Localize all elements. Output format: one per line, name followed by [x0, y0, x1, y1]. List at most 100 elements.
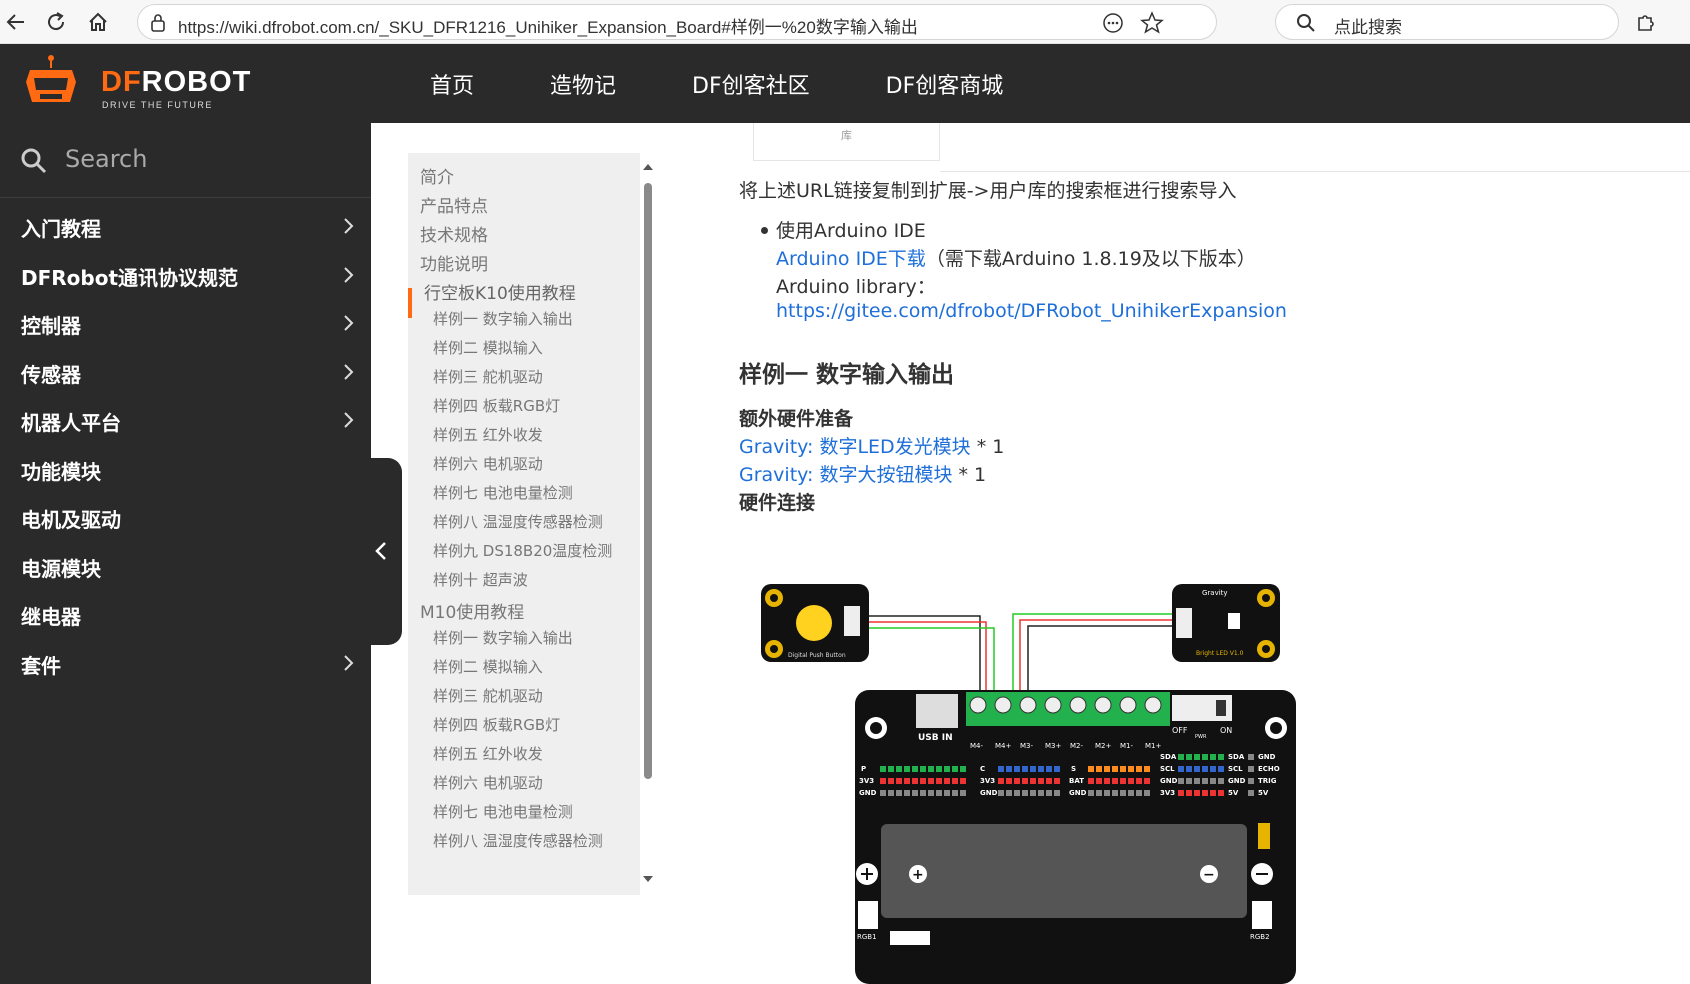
sidebar-item[interactable]: 功能模块 — [0, 444, 371, 496]
arduino-ide-link[interactable]: Arduino IDE下载 — [776, 248, 926, 270]
header-label: GND — [1069, 789, 1087, 797]
sidebar-item[interactable]: DFRobot通讯协议规范 — [0, 250, 371, 302]
button-module-link[interactable]: Gravity: 数字大按钮模块 — [739, 464, 953, 486]
star-icon[interactable] — [1140, 11, 1164, 35]
more-icon[interactable] — [1102, 12, 1124, 34]
sidebar-item[interactable]: 继电器 — [0, 589, 371, 641]
toc-item[interactable]: 样例九 DS18B20温度检测 — [433, 542, 613, 560]
header-pin — [1136, 766, 1142, 772]
toc-item[interactable]: 样例三 舵机驱动 — [433, 687, 543, 705]
header-pin — [1096, 766, 1102, 772]
header-pin — [1248, 754, 1254, 760]
header-pin — [1022, 766, 1028, 772]
browser-search-box[interactable]: 点此搜索 — [1275, 4, 1619, 40]
hardware-prep-title: 额外硬件准备 — [739, 408, 854, 430]
toc-item[interactable]: M10使用教程 — [420, 603, 525, 623]
header-pin — [1096, 778, 1102, 784]
toc-item[interactable]: 样例一 数字输入输出 — [433, 629, 573, 647]
header-pin — [1014, 790, 1020, 796]
header-pin — [1104, 790, 1110, 796]
sidebar-item[interactable]: 控制器 — [0, 298, 371, 350]
logo-wordmark[interactable]: DFROBOT — [101, 66, 251, 99]
toc-item[interactable]: 样例八 温湿度传感器检测 — [433, 832, 603, 850]
header-pin — [1054, 766, 1060, 772]
header-pin — [1218, 766, 1224, 772]
header-pin — [1144, 778, 1150, 784]
sidebar-item-label: 套件 — [21, 654, 61, 678]
sidebar-search[interactable]: Search — [0, 123, 371, 198]
sidebar-item[interactable]: 传感器 — [0, 347, 371, 399]
header-pin — [1186, 754, 1192, 760]
header-pin — [1096, 790, 1102, 796]
toc-item[interactable]: 技术规格 — [420, 226, 488, 246]
library-link[interactable]: https://gitee.com/dfrobot/DFRobot_Unihik… — [776, 300, 1287, 322]
header-pin — [936, 790, 942, 796]
sidebar-item[interactable]: 套件 — [0, 638, 371, 690]
bullet-dot — [761, 227, 768, 234]
toc-scrollbar[interactable] — [640, 153, 656, 895]
sidebar-item[interactable]: 电机及驱动 — [0, 492, 371, 544]
toc-item[interactable]: 样例一 数字输入输出 — [433, 310, 573, 328]
header-pin — [960, 790, 966, 796]
toc-item[interactable]: 样例三 舵机驱动 — [433, 368, 543, 386]
header-pin — [1144, 790, 1150, 796]
toc-item[interactable]: 样例八 温湿度传感器检测 — [433, 513, 603, 531]
chevron-right-icon — [344, 364, 354, 380]
header-pin — [1088, 778, 1094, 784]
toc-item[interactable]: 样例四 板载RGB灯 — [433, 397, 561, 415]
header-pin — [1054, 790, 1060, 796]
sidebar-item-label: DFRobot通讯协议规范 — [21, 266, 239, 290]
toc-item[interactable]: 样例六 电机驱动 — [433, 455, 543, 473]
scroll-up-icon[interactable] — [642, 163, 654, 171]
header-pin — [928, 766, 934, 772]
sidebar-collapse-button[interactable] — [344, 458, 402, 645]
back-button[interactable] — [2, 8, 30, 36]
toc-item[interactable]: 产品特点 — [420, 197, 488, 217]
toc-item-active[interactable]: 行空板K10使用教程 — [424, 284, 576, 304]
home-button[interactable] — [84, 8, 112, 36]
header-label: 3V3 — [1160, 789, 1175, 797]
sidebar-item-label: 机器人平台 — [21, 411, 121, 435]
header-pin — [944, 766, 950, 772]
toc-item[interactable]: 功能说明 — [420, 255, 488, 275]
toc-item[interactable]: 样例七 电池电量检测 — [433, 803, 573, 821]
toc-scroll-thumb[interactable] — [644, 183, 652, 779]
toc-item[interactable]: 样例二 模拟输入 — [433, 658, 543, 676]
header-pin — [1178, 778, 1184, 784]
header-pin — [1210, 790, 1216, 796]
extensions-button[interactable] — [1632, 8, 1660, 36]
header-pin — [1144, 766, 1150, 772]
bullet-title: 使用Arduino IDE — [776, 220, 926, 242]
scroll-down-icon[interactable] — [642, 875, 654, 883]
nav-store[interactable]: DF创客商城 — [885, 74, 1004, 99]
dfrobot-logo-icon[interactable] — [20, 52, 82, 114]
led-module-link[interactable]: Gravity: 数字LED发光模块 — [739, 436, 971, 458]
toc-item[interactable]: 样例二 模拟输入 — [433, 339, 543, 357]
toc-item[interactable]: 样例五 红外收发 — [433, 745, 543, 763]
terminal-screw — [1094, 696, 1112, 714]
browser-search-placeholder: 点此搜索 — [1334, 18, 1402, 38]
header-pin — [1194, 778, 1200, 784]
nav-zaowuji[interactable]: 造物记 — [550, 74, 617, 99]
sidebar-item[interactable]: 机器人平台 — [0, 395, 371, 447]
nav-home[interactable]: 首页 — [430, 74, 475, 99]
address-bar[interactable]: https://wiki.dfrobot.com.cn/_SKU_DFR1216… — [137, 4, 1217, 40]
header-pin — [1054, 778, 1060, 784]
reload-button[interactable] — [42, 8, 70, 36]
header-label: P — [861, 765, 866, 773]
header-pin — [944, 778, 950, 784]
nav-community[interactable]: DF创客社区 — [692, 74, 810, 99]
toc-item[interactable]: 样例十 超声波 — [433, 571, 528, 589]
toc-item[interactable]: 样例五 红外收发 — [433, 426, 543, 444]
header-pin — [998, 766, 1004, 772]
sidebar-item[interactable]: 电源模块 — [0, 541, 371, 593]
toc-item[interactable]: 简介 — [420, 168, 454, 188]
toc-item[interactable]: 样例七 电池电量检测 — [433, 484, 573, 502]
header-pin — [1202, 754, 1208, 760]
header-label: GND — [1160, 777, 1178, 785]
sidebar-item[interactable]: 入门教程 — [0, 201, 371, 253]
toc-item[interactable]: 样例四 板载RGB灯 — [433, 716, 561, 734]
header-pin — [1186, 778, 1192, 784]
header-pin — [888, 790, 894, 796]
toc-item[interactable]: 样例六 电机驱动 — [433, 774, 543, 792]
